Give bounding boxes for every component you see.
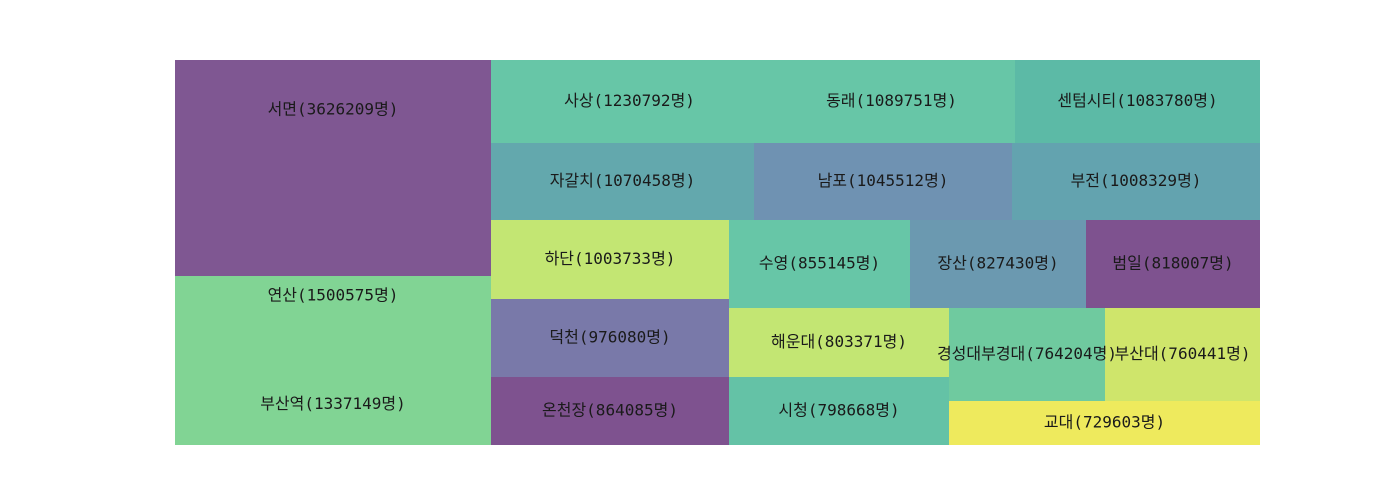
treemap-label-8: 남포(1045512명) xyxy=(818,171,949,190)
treemap-label-1: 서면(3626209명) xyxy=(268,100,399,119)
treemap-label-4: 사상(1230792명) xyxy=(564,91,695,110)
treemap-label-10: 하단(1003733명) xyxy=(545,249,676,268)
treemap-tile-7 xyxy=(491,143,754,220)
treemap-tile-4 xyxy=(491,60,768,143)
treemap-label-12: 온천장(864085명) xyxy=(542,401,678,420)
treemap-label-5: 동래(1089751명) xyxy=(826,91,957,110)
treemap-tile-15 xyxy=(1086,220,1260,308)
treemap-label-3: 부산역(1337149명) xyxy=(260,394,406,413)
treemap-label-17: 시청(798668명) xyxy=(778,401,899,420)
treemap-tile-9 xyxy=(1012,143,1260,220)
treemap-tile-13 xyxy=(729,220,910,308)
treemap-label-14: 장산(827430명) xyxy=(937,254,1058,273)
treemap-tile-12 xyxy=(491,377,729,445)
treemap-tile-16 xyxy=(729,308,949,377)
treemap-label-20: 교대(729603명) xyxy=(1044,413,1165,432)
treemap-tile-10 xyxy=(491,220,729,299)
treemap-label-15: 범일(818007명) xyxy=(1112,254,1233,273)
treemap-label-19: 부산대(760441명) xyxy=(1115,344,1251,363)
treemap-tile-18 xyxy=(949,308,1105,401)
treemap-label-11: 덕천(976080명) xyxy=(549,328,670,347)
treemap-tile-17 xyxy=(729,377,949,445)
treemap-label-13: 수영(855145명) xyxy=(759,254,880,273)
treemap-tile-5 xyxy=(768,60,1015,143)
treemap-label-2: 연산(1500575명) xyxy=(268,286,399,305)
treemap-label-16: 해운대(803371명) xyxy=(771,332,907,351)
treemap-label-18: 경성대부경대(764204명) xyxy=(937,344,1117,363)
treemap-tile-11 xyxy=(491,299,729,377)
treemap-label-6: 센텀시티(1083780명) xyxy=(1057,91,1217,110)
treemap-tile-20 xyxy=(949,401,1260,445)
treemap-tile-3 xyxy=(175,364,491,445)
treemap-label-9: 부전(1008329명) xyxy=(1071,171,1202,190)
treemap-tile-6 xyxy=(1015,60,1260,143)
treemap-label-7: 자갈치(1070458명) xyxy=(550,171,696,190)
treemap-tile-19 xyxy=(1105,308,1260,401)
treemap-tile-14 xyxy=(910,220,1086,308)
treemap-tile-2 xyxy=(175,276,491,364)
treemap-tile-8 xyxy=(754,143,1012,220)
treemap-tile-1 xyxy=(175,60,491,276)
